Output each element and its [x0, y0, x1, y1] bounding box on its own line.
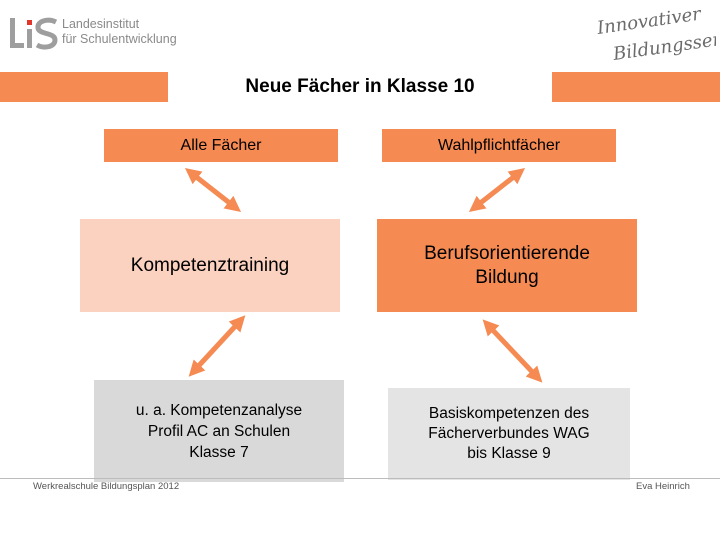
- box-berufsorientierende-bildung: Berufsorientierende Bildung: [377, 219, 637, 312]
- logo-line2: für Schulentwicklung: [62, 32, 177, 46]
- box-kompetenztraining-label: Kompetenztraining: [130, 254, 290, 276]
- box-alle-faecher: Alle Fächer: [104, 129, 338, 162]
- box-basiskompetenzen-line1: Basiskompetenzen des: [428, 405, 590, 422]
- page-title: Neue Fächer in Klasse 10: [168, 72, 552, 102]
- box-kompetenzanalyse-line3: Klasse 7: [189, 443, 249, 461]
- logo-text: Landesinstitut für Schulentwicklung: [62, 17, 177, 47]
- double-arrow-right-bottom: [482, 319, 543, 383]
- box-basiskompetenzen-line3: bis Klasse 9: [467, 445, 551, 462]
- footer-divider: [0, 478, 720, 479]
- logo-line1: Landesinstitut: [62, 17, 140, 31]
- bildungsservice-logo: Innovativer Bildungsservice: [595, 10, 716, 65]
- box-wahlpflichtfaecher: Wahlpflichtfächer: [382, 129, 616, 162]
- lis-logo-icon: [10, 17, 58, 50]
- box-kompetenztraining: Kompetenztraining: [80, 219, 340, 312]
- box-wahlpflichtfaecher-label: Wahlpflichtfächer: [437, 136, 561, 154]
- double-arrow-right-top: [468, 168, 526, 212]
- double-arrow-left-bottom: [188, 315, 246, 377]
- box-kompetenzanalyse: u. a. Kompetenzanalyse Profil AC an Schu…: [94, 380, 344, 482]
- box-basiskompetenzen: Basiskompetenzen des Fächerverbundes WAG…: [388, 388, 630, 480]
- box-alle-faecher-label: Alle Fächer: [180, 136, 262, 154]
- double-arrow-left-top: [184, 168, 242, 212]
- box-kompetenzanalyse-line1: u. a. Kompetenzanalyse: [135, 401, 303, 419]
- footer-left-text: Werkrealschule Bildungsplan 2012: [33, 481, 180, 492]
- box-basiskompetenzen-line2: Fächerverbundes WAG: [428, 425, 590, 442]
- box-kompetenzanalyse-line2: Profil AC an Schulen: [147, 422, 291, 440]
- box-berufsorientierende-line1: Berufsorientierende: [424, 242, 590, 264]
- box-berufsorientierende-line2: Bildung: [475, 266, 539, 288]
- footer-author: Eva Heinrich: [636, 481, 690, 492]
